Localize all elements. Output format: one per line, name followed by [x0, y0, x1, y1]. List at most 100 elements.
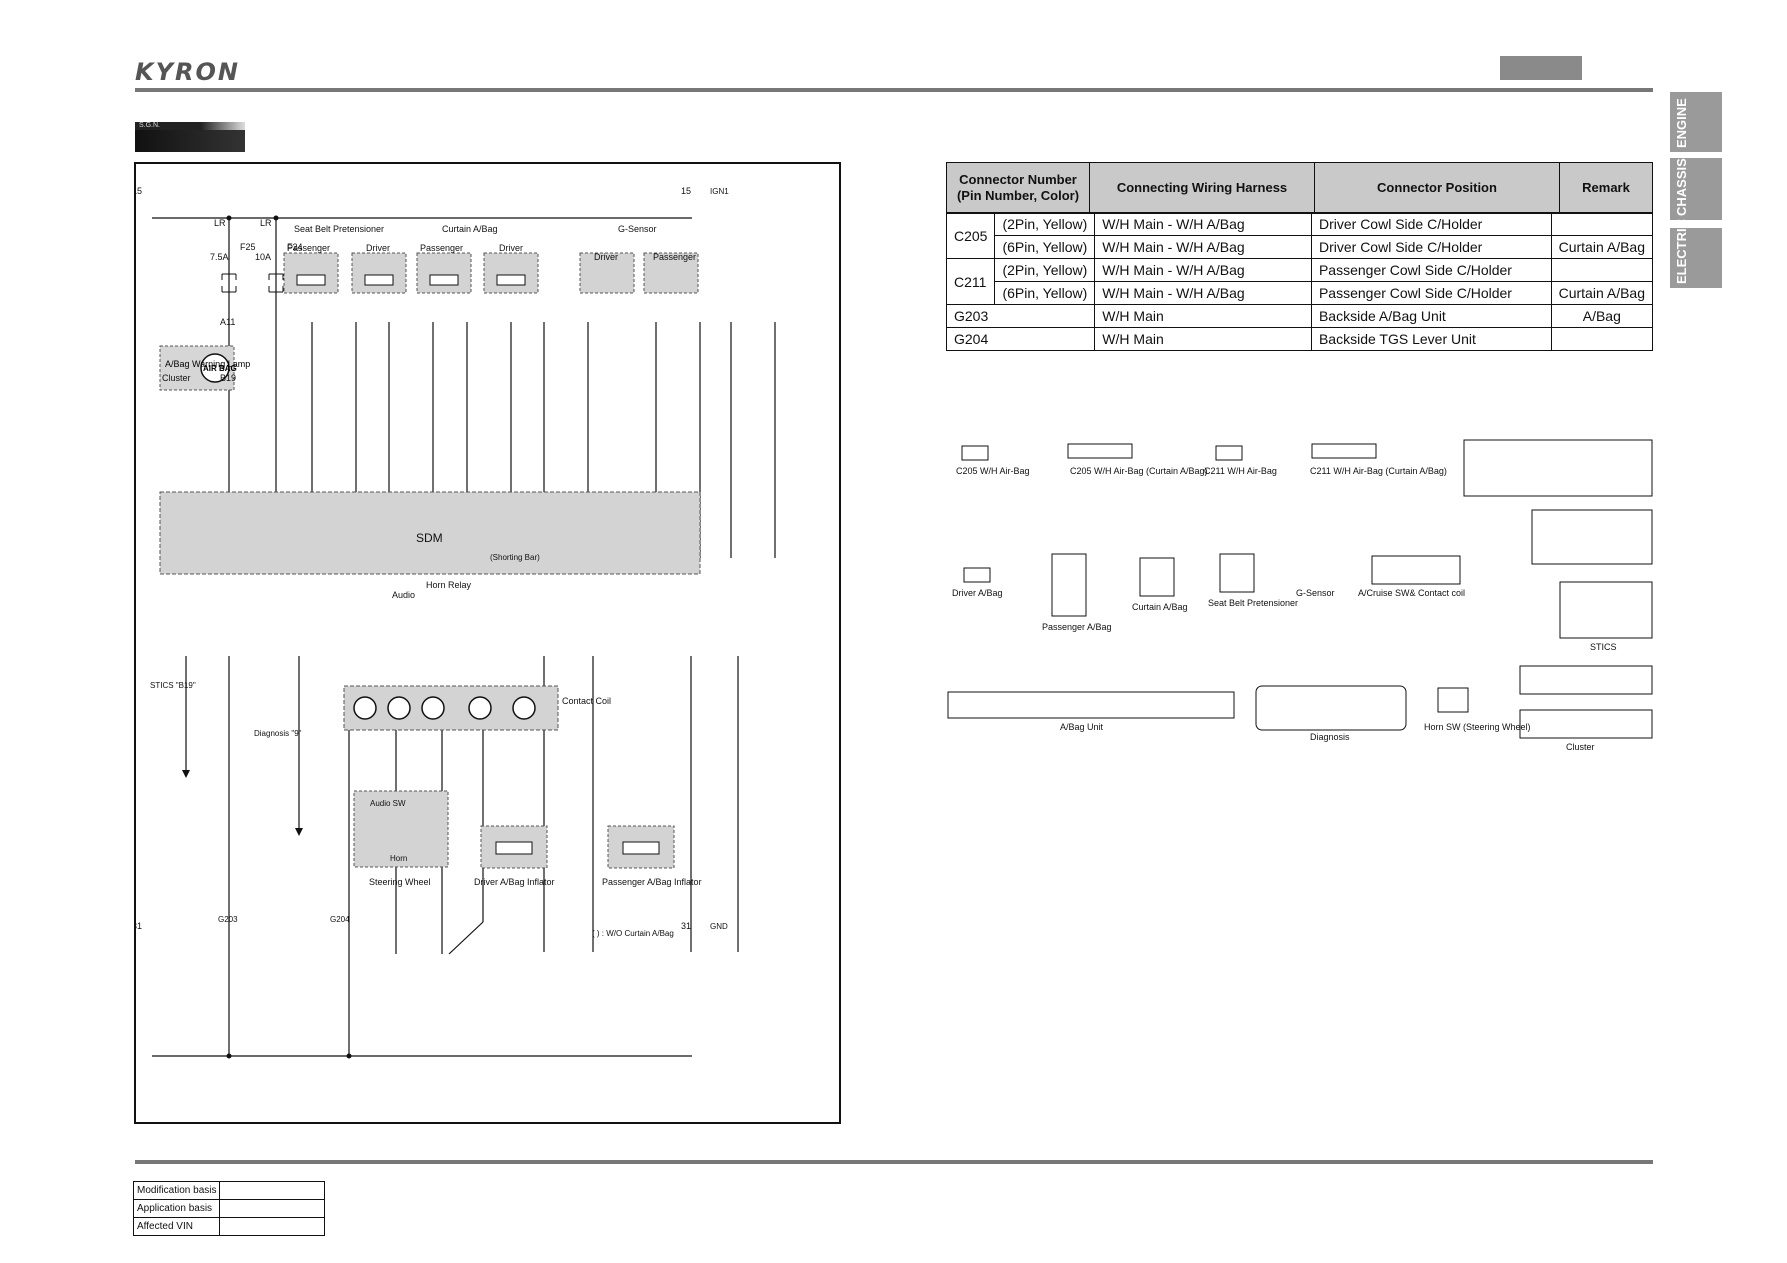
cv-c211: C211 W/H Air-Bag: [1204, 466, 1277, 476]
sdm-label: SDM: [416, 531, 443, 545]
cell-pin: (6Pin, Yellow): [994, 281, 1096, 305]
label-g204: G204: [330, 915, 350, 924]
fuse-f24-rating: 10A: [255, 252, 271, 262]
cell-pin: (2Pin, Yellow): [994, 258, 1096, 282]
label-audio: Audio: [392, 590, 415, 600]
modification-table: Modification basis Application basis Aff…: [132, 1181, 326, 1236]
label-note: ( ) : W/O Curtain A/Bag: [592, 929, 674, 938]
cell-pin: (2Pin, Yellow): [994, 212, 1096, 236]
fuse-f25: F25: [240, 242, 256, 252]
cell-conn: G203: [945, 304, 1096, 328]
cv-c205: C205 W/H Air-Bag: [956, 466, 1030, 476]
cv-cruise: A/Cruise SW& Contact coil: [1358, 588, 1465, 598]
cell-conn: C211: [945, 258, 996, 305]
mod-basis-value: [219, 1181, 326, 1200]
section-tag: S.G.N.: [135, 122, 245, 130]
label-15-left: 15: [134, 186, 142, 196]
module-passenger-3: Passenger: [653, 252, 696, 262]
tab-chassis[interactable]: CHASSIS: [1670, 158, 1722, 220]
module-driver-3: Driver: [594, 252, 618, 262]
label-31-right: 31: [681, 921, 691, 931]
brand-logo: KYRON: [135, 58, 240, 86]
cell-position: Backside A/Bag Unit: [1310, 304, 1552, 328]
th-connector: Connector Number(Pin Number, Color): [946, 162, 1090, 214]
cell-remark: [1550, 212, 1654, 236]
cell-remark: [1550, 258, 1654, 282]
cv-cluster: Cluster: [1566, 742, 1595, 752]
table-row: G203 W/H Main Backside A/Bag Unit A/Bag: [945, 304, 1654, 328]
cell-position: Passenger Cowl Side C/Holder: [1310, 281, 1552, 305]
cell-remark: [1550, 327, 1654, 351]
cv-seat-belt: Seat Belt Pretensioner: [1208, 598, 1298, 608]
affected-vin-value: [219, 1217, 326, 1236]
cell-harness: W/H Main - W/H A/Bag: [1094, 281, 1312, 305]
label-horn-relay: Horn Relay: [426, 580, 472, 590]
label-horn: Horn: [390, 854, 407, 863]
cv-driver-abag: Driver A/Bag: [952, 588, 1003, 598]
cell-harness: W/H Main: [1094, 327, 1312, 351]
connector-views: C205 W/H Air-Bag C205 W/H Air-Bag (Curta…: [947, 439, 1653, 752]
cell-harness: W/H Main - W/H A/Bag: [1094, 258, 1312, 282]
label-ign1: IGN1: [710, 187, 729, 196]
cv-c205-curtain: C205 W/H Air-Bag (Curtain A/Bag): [1070, 466, 1208, 476]
fuse-f25-rating: 7.5A: [210, 252, 229, 262]
cv-c211-curtain: C211 W/H Air-Bag (Curtain A/Bag): [1310, 466, 1447, 476]
cell-conn: G204: [945, 327, 1096, 351]
cell-position: Passenger Cowl Side C/Holder: [1310, 258, 1552, 282]
cell-position: Driver Cowl Side C/Holder: [1310, 235, 1552, 259]
label-warning-lamp: A/Bag Warning Lamp: [165, 359, 250, 369]
wire-lr-1: LR: [214, 218, 226, 228]
th-harness: Connecting Wiring Harness: [1089, 162, 1315, 214]
connector-table: Connector Number(Pin Number, Color) Conn…: [946, 162, 1653, 214]
group-seatbelt: Seat Belt Pretensioner: [294, 224, 384, 234]
footer-rule: [135, 1160, 1653, 1164]
cell-remark: A/Bag: [1550, 304, 1654, 328]
shorting-bar-label: (Shorting Bar): [490, 553, 540, 562]
cv-curtain-abag: Curtain A/Bag: [1132, 602, 1188, 612]
module-driver-2: Driver: [499, 243, 523, 253]
cv-abag-unit: A/Bag Unit: [1060, 722, 1104, 732]
wiring-diagram: 15 15 31 31 IGN1 GND LR LR F25 7.5A F24 …: [134, 186, 776, 1059]
label-pass-inflator: Passenger A/Bag Inflator: [602, 877, 702, 887]
table-row: G204 W/H Main Backside TGS Lever Unit: [945, 327, 1654, 351]
airbag-icon: AIR BAG: [203, 364, 237, 373]
cell-harness: W/H Main - W/H A/Bag: [1094, 235, 1312, 259]
pin-a11: A11: [220, 317, 235, 327]
module-passenger-1: Passenger: [287, 243, 330, 253]
wire-lr-2: LR: [260, 218, 272, 228]
label-cluster: Cluster: [162, 373, 191, 383]
affected-vin-label: Affected VIN: [132, 1217, 221, 1236]
cell-remark: Curtain A/Bag: [1550, 235, 1654, 259]
label-audio-sw: Audio SW: [370, 799, 406, 808]
tab-electric[interactable]: ELECTRIC: [1670, 219, 1722, 288]
cell-harness: W/H Main - W/H A/Bag: [1094, 212, 1312, 236]
label-gnd: GND: [710, 922, 728, 931]
label-31-left: 31: [134, 921, 142, 931]
header-rule: [135, 88, 1653, 92]
fuse-f24: F24: [287, 242, 303, 252]
module-passenger-2: Passenger: [420, 243, 463, 253]
cell-pin: (6Pin, Yellow): [994, 235, 1096, 259]
cv-passenger-abag: Passenger A/Bag: [1042, 622, 1112, 632]
module-driver-1: Driver: [366, 243, 390, 253]
app-basis-label: Application basis: [132, 1199, 221, 1218]
cell-remark: Curtain A/Bag: [1550, 281, 1654, 305]
cell-position: Driver Cowl Side C/Holder: [1310, 212, 1552, 236]
connector-table-body: C205 (2Pin, Yellow) W/H Main - W/H A/Bag…: [945, 212, 1654, 351]
label-steering-wheel: Steering Wheel: [369, 877, 431, 887]
label-g203: G203: [218, 915, 238, 924]
wiring-diagram-frame: [134, 162, 841, 1124]
label-stics: STICS "B19": [150, 681, 196, 690]
tab-engine[interactable]: ENGINE: [1670, 92, 1722, 152]
app-basis-value: [219, 1199, 326, 1218]
cell-harness: W/H Main: [1094, 304, 1312, 328]
pin-b19: B19: [220, 373, 236, 383]
group-curtain: Curtain A/Bag: [442, 224, 498, 234]
cv-diagnosis: Diagnosis: [1310, 732, 1350, 742]
cv-horn-sw: Horn SW (Steering Wheel): [1424, 722, 1531, 732]
group-gsensor: G-Sensor: [618, 224, 657, 234]
cv-stics: STICS: [1590, 642, 1617, 652]
table-row: Affected VIN: [132, 1217, 326, 1236]
th-remark: Remark: [1559, 162, 1653, 214]
cv-g-sensor: G-Sensor: [1296, 588, 1335, 598]
